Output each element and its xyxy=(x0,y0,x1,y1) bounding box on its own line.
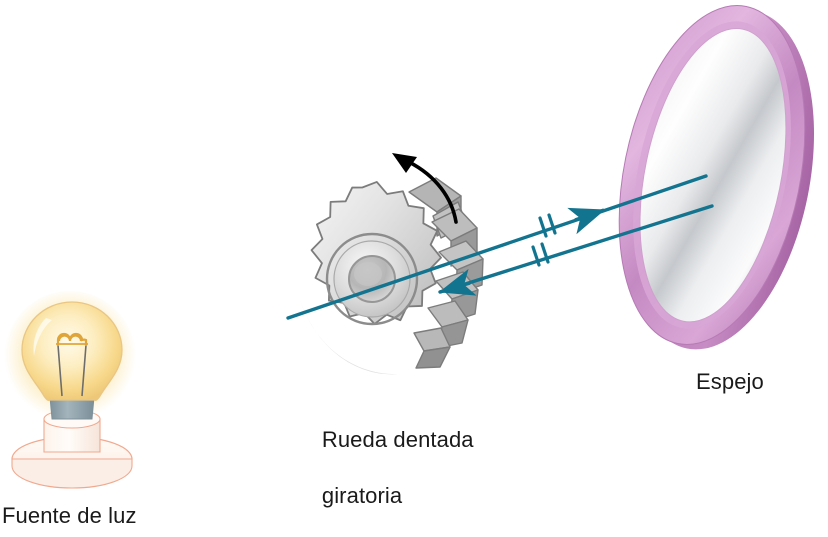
light-source-bulb xyxy=(4,291,136,489)
gear-hub-outer-ring xyxy=(325,232,419,326)
mirror-glass-outline xyxy=(639,28,787,323)
mirror-frame-outline xyxy=(618,5,806,345)
label-rotating-gear: Rueda dentada giratoria xyxy=(297,398,474,537)
mirror xyxy=(618,5,815,350)
return-ray-arrowhead xyxy=(438,268,477,296)
label-gear-line2: giratoria xyxy=(321,483,403,509)
light-rays xyxy=(286,174,714,320)
gear-face-shadow xyxy=(300,300,400,375)
counter-clockwise-rotation-arrow xyxy=(392,153,458,224)
label-gear-line1: Rueda dentada xyxy=(321,427,474,453)
ray-break-marks xyxy=(531,213,557,267)
bulb-socket xyxy=(49,397,95,420)
bulb-highlight xyxy=(33,318,52,356)
label-mirror: Espejo xyxy=(696,369,764,394)
rotation-arrowhead xyxy=(392,153,417,173)
mirror-surface xyxy=(640,28,786,322)
outgoing-light-ray xyxy=(286,174,708,320)
gear-bore-highlight xyxy=(354,262,382,286)
label-light-source: Fuente de luz xyxy=(2,503,137,528)
return-light-ray xyxy=(438,204,714,294)
filament-support-wire-right xyxy=(81,344,87,397)
filament-support-wire-left xyxy=(57,344,63,397)
filament-coil-loops xyxy=(57,334,83,342)
lamp-base-rim xyxy=(11,458,133,489)
bulb-glass xyxy=(21,301,123,401)
outgoing-ray-arrowhead xyxy=(567,207,606,235)
rotating-gear xyxy=(300,177,484,375)
rotation-arc xyxy=(407,160,458,224)
